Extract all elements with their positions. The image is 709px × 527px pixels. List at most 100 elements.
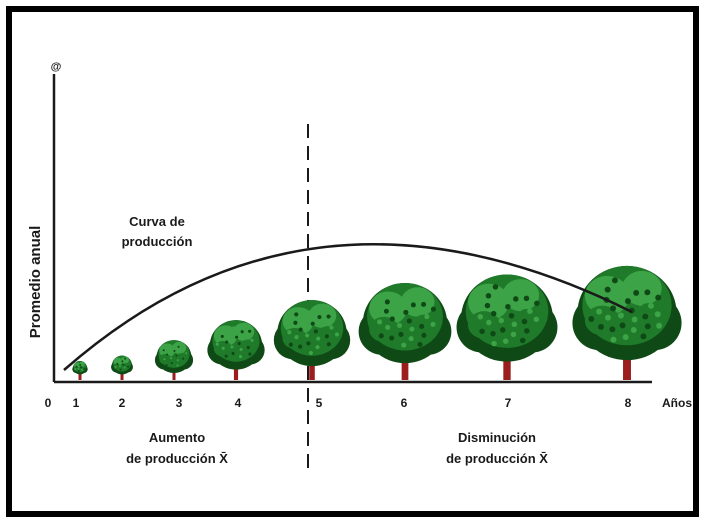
tree-leaf-texture: [238, 355, 243, 359]
tree-leaf-texture: [619, 322, 626, 329]
tree-leaf-texture: [527, 308, 533, 314]
tree-foliage: [172, 341, 187, 354]
tree-leaf-texture: [83, 367, 86, 370]
tree-leaf-texture: [122, 363, 125, 366]
tree-leaf-texture: [417, 341, 423, 348]
tree-leaf-texture: [406, 318, 412, 324]
tree-leaf-texture: [654, 311, 661, 318]
tree-leaf-texture: [389, 316, 395, 322]
tree-leaf-texture: [182, 357, 185, 360]
tree-leaf-texture: [656, 322, 663, 329]
tree-leaf-texture: [231, 351, 235, 356]
tree-leaf-texture: [505, 303, 511, 310]
left-caption-line2: de producción X̄: [126, 451, 228, 466]
tree-leaf-texture: [630, 327, 637, 333]
tree-leaf-texture: [501, 290, 507, 297]
tree-leaf-texture: [324, 334, 329, 339]
tree-leaf-texture: [124, 357, 127, 360]
tree-leaf-texture: [421, 301, 427, 307]
tree-foliage: [468, 283, 510, 321]
tree-leaf-texture: [232, 326, 236, 330]
tree-leaf-texture: [315, 345, 320, 350]
x-tick-label: 3: [176, 396, 183, 410]
tree-leaf-texture: [647, 302, 654, 309]
tree-leaf-texture: [399, 297, 405, 303]
tree-leaf-texture: [240, 330, 244, 334]
tree-leaf-texture: [176, 364, 179, 367]
tree-leaf-texture: [419, 323, 425, 329]
tree-leaf-texture: [119, 368, 122, 371]
tree-leaf-texture: [477, 314, 484, 320]
tree-leaf-texture: [305, 333, 310, 338]
tree-foliage: [113, 357, 123, 366]
tree-leaf-texture: [624, 298, 631, 305]
tree-trunk: [233, 364, 239, 380]
tree-leaf-texture: [118, 358, 121, 361]
tree-leaf-texture: [378, 333, 384, 339]
tree-leaf-texture: [498, 317, 504, 324]
tree-year-5: [273, 300, 351, 380]
tree-trunk: [309, 360, 315, 380]
tree-leaf-texture: [611, 277, 618, 284]
tree-foliage: [175, 353, 188, 364]
tree-leaf-texture: [123, 366, 126, 369]
tree-leaf-texture: [298, 327, 303, 332]
tree-foliage: [282, 307, 314, 335]
tree-leaf-texture: [308, 350, 313, 356]
tree-leaf-texture: [326, 342, 331, 347]
tree-leaf-texture: [610, 336, 617, 343]
tree-leaf-texture: [303, 317, 308, 322]
tree-leaf-texture: [230, 345, 234, 349]
tree-leaf-texture: [588, 316, 595, 323]
tree-leaf-texture: [298, 344, 303, 349]
tree-foliage: [622, 270, 662, 306]
tree-leaf-texture: [609, 326, 616, 333]
tree-trunk: [120, 370, 124, 380]
tree-leaf-texture: [631, 279, 638, 286]
tree-leaf-texture: [246, 346, 250, 350]
tree-leaf-texture: [74, 368, 77, 371]
tree-leaf-texture: [82, 364, 85, 367]
tree-leaf-texture: [519, 337, 526, 344]
tree-leaf-texture: [401, 342, 407, 348]
tree-year-4: [207, 320, 265, 380]
tree-leaf-texture: [534, 300, 540, 307]
tree-leaf-texture: [313, 329, 318, 334]
tree-trunk: [503, 355, 511, 380]
tree-leaf-texture: [177, 345, 180, 348]
right-caption-line2: de producción X̄: [446, 451, 548, 466]
tree-leaf-texture: [410, 302, 416, 308]
tree-leaf-texture: [502, 338, 509, 344]
x-tick-label: 6: [401, 396, 408, 410]
tree-leaf-texture: [604, 286, 611, 293]
tree-leaf-texture: [473, 304, 480, 310]
tree-leaf-texture: [591, 298, 598, 305]
right-caption-line1: Disminución: [458, 430, 536, 445]
tree-leaf-texture: [615, 292, 622, 299]
tree-leaf-texture: [224, 354, 228, 358]
tree-leaf-texture: [294, 335, 299, 340]
tree-leaf-texture: [173, 349, 176, 352]
tree-leaf-texture: [235, 335, 239, 339]
trees-group: [72, 265, 682, 380]
tree-foliage: [282, 327, 307, 349]
tree-leaf-texture: [288, 342, 293, 347]
tree-leaf-texture: [644, 289, 651, 296]
tree-leaf-texture: [521, 318, 528, 325]
left-caption-line1: Aumento: [149, 430, 205, 445]
tree-leaf-texture: [310, 321, 315, 326]
x-tick-label: 7: [505, 396, 512, 410]
tree-leaf-texture: [215, 342, 219, 346]
tree-leaf-texture: [633, 289, 640, 296]
tree-leaf-texture: [170, 362, 173, 365]
x-tick-label: 5: [316, 396, 323, 410]
tree-leaf-texture: [307, 310, 312, 315]
tree-leaf-texture: [179, 350, 182, 353]
tree-leaf-texture: [77, 370, 80, 373]
tree-leaf-texture: [248, 329, 252, 333]
tree-leaf-texture: [162, 349, 165, 352]
tree-leaf-texture: [121, 360, 124, 363]
tree-leaf-texture: [398, 331, 404, 337]
tree-leaf-texture: [421, 332, 427, 338]
